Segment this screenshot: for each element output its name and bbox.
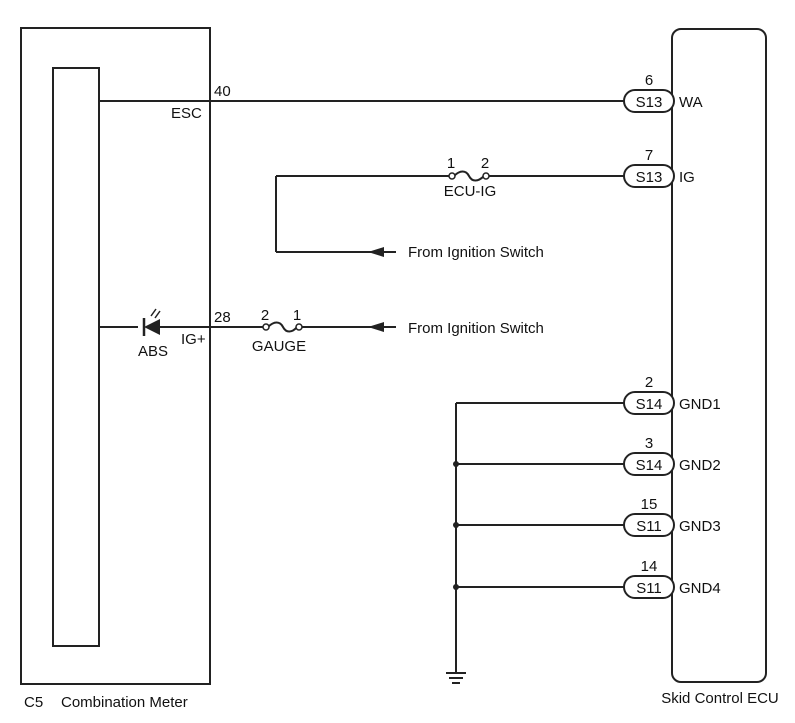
abs-indicator-label: ABS <box>138 343 168 360</box>
abs-led-triangle <box>144 319 160 335</box>
ecu-terminal-wa: S13 6 WA <box>623 72 703 113</box>
terminal-label: WA <box>679 94 703 111</box>
meter-pin-esc-label: ESC <box>171 105 202 122</box>
gauge-fuse-label: GAUGE <box>252 338 306 355</box>
pin-number: 3 <box>645 435 653 452</box>
combination-meter-inner-panel <box>52 67 100 647</box>
ecu-ig-fuse-label: ECU-IG <box>444 183 497 200</box>
connector-code: S14 <box>636 457 663 474</box>
pin-number: 15 <box>641 496 658 513</box>
gnd3-junction <box>453 522 459 528</box>
ecu-terminal-gnd2: S14 3 GND2 <box>623 435 721 476</box>
connector-pill <box>623 391 675 415</box>
meter-pin-ig-plus-label: IG+ <box>181 331 206 348</box>
connector-code: S11 <box>636 518 662 535</box>
terminal-label: GND4 <box>679 580 721 597</box>
from-ignition-switch-2: From Ignition Switch <box>408 320 544 337</box>
abs-led-ray-2 <box>154 310 161 319</box>
connector-code: S13 <box>636 94 663 111</box>
connector-pill <box>623 575 675 599</box>
gnd2-junction <box>453 461 459 467</box>
connector-pill <box>623 89 675 113</box>
connector-pill <box>623 164 675 188</box>
meter-connector-code: C5 <box>24 694 43 711</box>
skid-control-ecu-outline <box>671 28 767 683</box>
gauge-fuse-terminal-a <box>262 323 270 331</box>
ecu-terminal-gnd4: S11 14 GND4 <box>623 558 721 599</box>
ecu-ig-fuse-terminal-a <box>448 172 456 180</box>
gauge-fuse-pin-2: 2 <box>261 307 269 324</box>
gnd4-junction <box>453 584 459 590</box>
ig-switch-arrow-2 <box>368 322 384 332</box>
ecu-terminal-gnd1: S14 2 GND1 <box>623 374 721 415</box>
meter-name: Combination Meter <box>61 694 188 711</box>
pin-number: 7 <box>645 147 653 164</box>
pin-number: 14 <box>641 558 658 575</box>
ig-switch-arrow-1 <box>368 247 384 257</box>
connector-code: S14 <box>636 396 663 413</box>
pin-number: 2 <box>645 374 653 391</box>
meter-pin-28: 28 <box>214 309 231 326</box>
connector-pill <box>623 513 675 537</box>
connector-code: S13 <box>636 169 663 186</box>
connector-pill <box>623 452 675 476</box>
meter-pin-40: 40 <box>214 83 231 100</box>
ecu-ig-fuse-terminal-b <box>482 172 490 180</box>
connector-code: S11 <box>636 580 662 597</box>
ecu-ig-fuse-pin-1: 1 <box>447 155 455 172</box>
abs-led-ray-1 <box>150 308 157 317</box>
ecu-ig-fuse-pin-2: 2 <box>481 155 489 172</box>
terminal-label: GND2 <box>679 457 721 474</box>
terminal-label: GND1 <box>679 396 721 413</box>
combination-meter-outline <box>20 27 211 685</box>
gauge-fuse-pin-1: 1 <box>293 307 301 324</box>
ecu-name: Skid Control ECU <box>661 690 779 707</box>
gauge-fuse-symbol <box>267 321 298 333</box>
gauge-fuse-terminal-b <box>295 323 303 331</box>
ecu-terminal-gnd3: S11 15 GND3 <box>623 496 721 537</box>
ecu-ig-fuse-symbol <box>453 170 485 182</box>
terminal-label: GND3 <box>679 518 721 535</box>
terminal-label: IG <box>679 169 695 186</box>
pin-number: 6 <box>645 72 653 89</box>
from-ignition-switch-1: From Ignition Switch <box>408 244 544 261</box>
ecu-terminal-ig: S13 7 IG <box>623 147 695 188</box>
